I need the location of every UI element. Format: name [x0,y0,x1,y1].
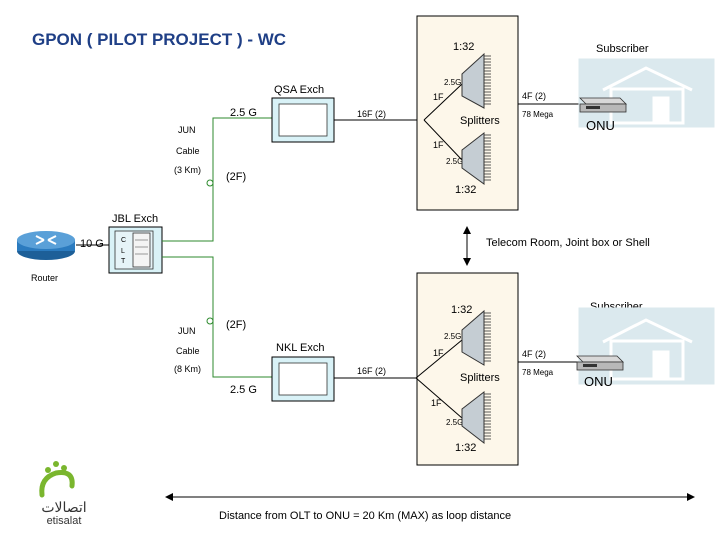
upper-mega-label: 78 Mega [522,110,554,119]
upper-cable-line-1: JUN [178,125,196,135]
fiber-joint-upper [206,179,214,187]
lower-splitter-top-ports [484,312,491,362]
upper-split-bottom-ratio: 1:32 [455,184,476,196]
telecom-room-upper [416,15,519,211]
lower-speed: 2.5 G [230,384,257,396]
lower-mega-label: 78 Mega [522,368,554,377]
lower-split-bottom-fiber: 1F [431,398,442,408]
upper-splitter-bottom-ports [484,134,491,181]
lower-cable-line-1: JUN [178,326,196,336]
upper-splitter-top [461,52,485,109]
lower-drop-label: 4F (2) [522,349,546,359]
upper-subscriber-label: Subscriber [596,43,649,55]
lower-split-top-fiber: 1F [433,348,444,358]
router-icon [17,231,75,260]
jbl-exch-label: JBL Exch [112,213,158,225]
logo-arabic: اتصالات [41,499,86,515]
upper-house-icon [602,66,693,125]
lower-split-top-speed: 2.5G [444,332,461,341]
upper-cable-line-3: (3 Km) [174,165,201,175]
router-link-label: 10 G [80,238,104,250]
upper-split-top-speed: 2.5G [444,78,461,87]
fiber-route-upper [162,117,272,242]
lower-split-bottom-speed: 2.5G [446,418,463,427]
qsa-exch-label: QSA Exch [274,84,324,96]
upper-split-top-fiber: 1F [433,92,444,102]
olt-letter-l: L [121,248,125,255]
lower-splitter-top [461,309,485,366]
lower-splitters-label: Splitters [460,372,500,384]
lower-fibers: (2F) [226,319,246,331]
upper-split-bottom-speed: 2.5G [446,157,463,166]
logo-latin: etisalat [47,515,82,527]
qsa-link-label: 16F (2) [357,109,386,119]
upper-cable-line-2: Cable [176,146,200,156]
upper-splitter-bottom [461,131,485,185]
upper-split-bottom-fiber: 1F [433,140,444,150]
nkl-link-label: 16F (2) [357,366,386,376]
lower-cable-line-3: (8 Km) [174,364,201,374]
upper-speed: 2.5 G [230,107,257,119]
lower-split-bottom-ratio: 1:32 [455,442,476,454]
lower-onu-label: ONU [584,374,613,389]
olt-letter-c: C [121,237,126,244]
lower-cable-line-2: Cable [176,346,200,356]
lower-splitter-bottom [461,390,485,445]
lower-split-top-ratio: 1:32 [451,304,472,316]
fiber-joint-lower [206,317,214,325]
olt-letter-t: T [121,258,126,265]
upper-onu-icon [579,97,627,113]
telecom-room-lower [416,272,519,466]
distance-label: Distance from OLT to ONU = 20 Km (MAX) a… [219,510,511,522]
upper-split-top-ratio: 1:32 [453,41,474,53]
upper-splitters-label: Splitters [460,115,500,127]
upper-drop-label: 4F (2) [522,91,546,101]
upper-subscriber-area [578,58,715,128]
upper-fibers: (2F) [226,171,246,183]
etisalat-logo-icon [39,461,75,498]
upper-splitter-top-ports [484,55,491,105]
lower-splitter-bottom-ports [484,393,491,440]
olt-shelf [132,232,151,268]
fiber-route-lower [162,256,272,378]
telecom-room-label: Telecom Room, Joint box or Shell [486,237,650,249]
nkl-exch-label: NKL Exch [276,342,325,354]
diagram-title: GPON ( PILOT PROJECT ) - WC [32,30,287,49]
upper-onu-label: ONU [586,118,615,133]
lower-onu-icon [576,355,624,371]
router-label: Router [31,273,58,283]
